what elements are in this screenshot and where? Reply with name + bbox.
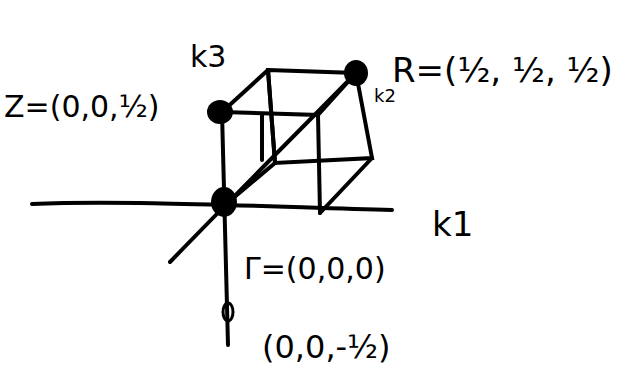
z-point [207,100,233,124]
cube-edge [268,70,275,163]
point-label: Z=(0,0,½) [4,90,159,123]
point-label: (0,0,-½) [262,330,391,365]
axis-label: k3 [190,40,226,73]
cube-edge [260,115,264,160]
lower-point [223,303,233,321]
k2-axis [170,73,356,262]
axis-label: k2 [374,86,396,106]
gamma-point [211,187,237,217]
axis-label: k1 [432,206,473,243]
cube-edge [320,158,372,213]
r-point [344,60,368,86]
point-label: R=(½, ½, ½) [392,52,613,89]
point-label: Γ=(0,0,0) [244,252,386,285]
